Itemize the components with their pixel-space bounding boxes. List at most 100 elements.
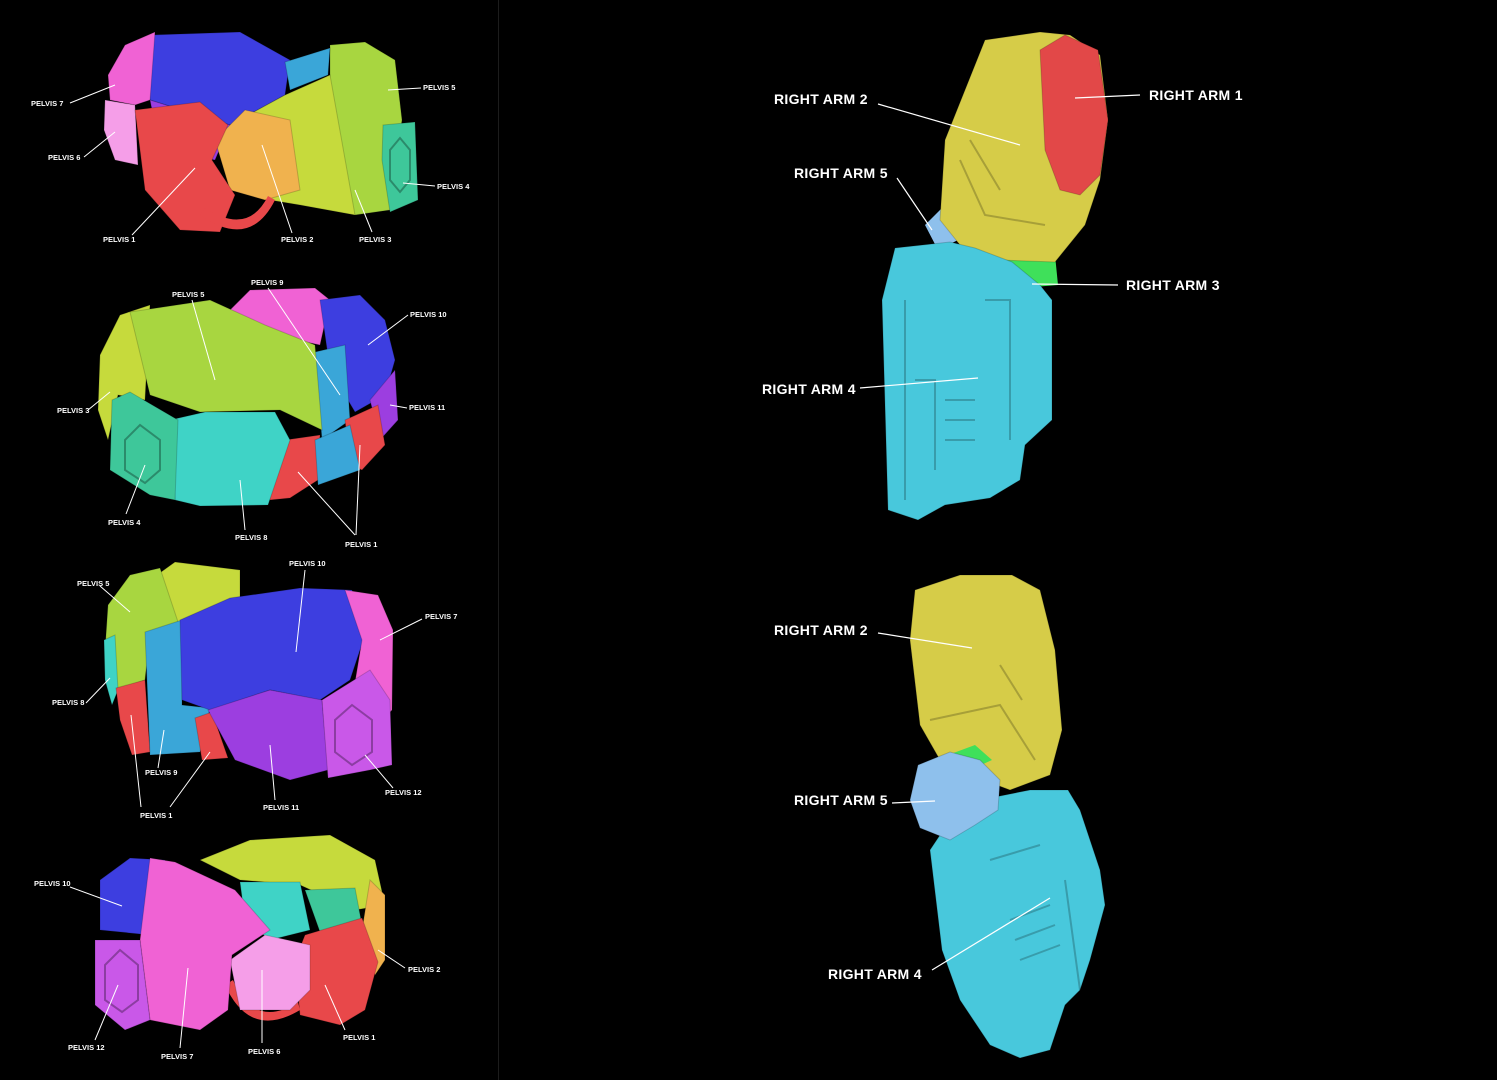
label-pelvis-10: PELVIS 10: [289, 559, 326, 568]
right-arm-4-part: [881, 241, 1053, 521]
leader-pelvis-12: [364, 754, 394, 789]
label-pelvis-6: PELVIS 6: [248, 1047, 280, 1056]
pelvis-4-part: [109, 391, 179, 501]
label-pelvis-2: PELVIS 2: [408, 965, 440, 974]
label-right-arm-2: RIGHT ARM 2: [774, 622, 868, 638]
pelvis-strap: [200, 196, 275, 230]
leader-pelvis-9: [267, 287, 341, 396]
pelvis-6-part: [103, 99, 139, 166]
leader-right-arm-4: [931, 897, 1051, 971]
label-pelvis-7: PELVIS 7: [425, 612, 457, 621]
leader-pelvis-3: [87, 391, 111, 411]
pelvis-4-emblem: [389, 136, 411, 194]
label-pelvis-7: PELVIS 7: [161, 1052, 193, 1061]
leader-pelvis-3: [354, 189, 373, 233]
leader-pelvis-11: [269, 744, 276, 801]
pelvis-4-emblem: [124, 423, 161, 485]
pelvis-4-part: [381, 121, 419, 213]
leader-pelvis-9: [157, 729, 165, 769]
label-right-arm-5: RIGHT ARM 5: [794, 165, 888, 181]
pelvis-1-part: [134, 101, 236, 233]
pelvis-1b-part: [194, 711, 229, 761]
pelvis-view-3: PELVIS 5 PELVIS 10 PELVIS 7 PELVIS 8 PEL…: [52, 559, 457, 820]
label-pelvis-1: PELVIS 1: [343, 1033, 375, 1042]
leader-right-arm-5: [891, 800, 936, 804]
leader-right-arm-2: [877, 632, 973, 649]
arm-view-2: RIGHT ARM 2 RIGHT ARM 5 RIGHT ARM 4: [774, 574, 1106, 1059]
panel-divider: [498, 0, 499, 1080]
leader-pelvis-1b: [355, 444, 361, 536]
label-pelvis-9: PELVIS 9: [145, 768, 177, 777]
pelvis-10-part: [179, 587, 366, 711]
arm-view-1: RIGHT ARM 2 RIGHT ARM 1 RIGHT ARM 5 RIGH…: [762, 31, 1243, 521]
leader-pelvis-5: [191, 299, 216, 381]
label-pelvis-8: PELVIS 8: [52, 698, 84, 707]
right-arm-2-part: [909, 574, 1063, 791]
pelvis-6-part: [229, 934, 311, 1011]
right-arm-4-part: [929, 789, 1106, 1059]
right-arm-5-part: [925, 205, 958, 250]
right-arm-1-part: [1039, 34, 1109, 196]
right-arm-5-part: [909, 751, 1001, 841]
pelvis-12-emblem: [104, 948, 139, 1014]
leader-right-arm-2: [877, 103, 1021, 146]
leader-pelvis-7: [379, 618, 423, 641]
leader-pelvis-1a: [297, 471, 356, 536]
label-pelvis-12: PELVIS 12: [385, 788, 422, 797]
leader-pelvis-5: [387, 87, 422, 91]
pelvis-7-part: [107, 31, 156, 106]
label-right-arm-1: RIGHT ARM 1: [1149, 87, 1243, 103]
leader-pelvis-11: [389, 404, 408, 409]
right-arm-4-detail: [904, 299, 1011, 500]
pelvis-view-2: PELVIS 5 PELVIS 9 PELVIS 10 PELVIS 3 PEL…: [57, 278, 447, 549]
label-pelvis-3: PELVIS 3: [359, 235, 391, 244]
pelvis-9b-part: [314, 424, 361, 486]
leader-pelvis-1b: [169, 751, 211, 808]
leader-right-arm-3: [1031, 283, 1119, 286]
leader-pelvis-5: [99, 585, 131, 613]
pelvis-1a-part: [115, 679, 151, 756]
right-arm-2-detail: [929, 664, 1036, 761]
leader-pelvis-1a: [130, 714, 142, 808]
leader-pelvis-4: [125, 464, 146, 515]
label-right-arm-5: RIGHT ARM 5: [794, 792, 888, 808]
leader-pelvis-7: [179, 967, 189, 1049]
leader-pelvis-8: [239, 479, 246, 531]
label-pelvis-10: PELVIS 10: [34, 879, 71, 888]
label-right-arm-4: RIGHT ARM 4: [828, 966, 922, 982]
leader-pelvis-4: [402, 182, 436, 187]
label-pelvis-5: PELVIS 5: [423, 83, 455, 92]
leader-pelvis-1: [131, 167, 196, 236]
pelvis-view-4: PELVIS 10 PELVIS 2 PELVIS 12 PELVIS 7 PE…: [34, 834, 440, 1061]
label-pelvis-1: PELVIS 1: [345, 540, 377, 549]
leader-pelvis-2: [261, 144, 293, 234]
label-pelvis-10: PELVIS 10: [410, 310, 447, 319]
leader-pelvis-6: [83, 131, 116, 158]
leader-pelvis-2: [377, 949, 406, 969]
right-arm-2-detail: [959, 139, 1046, 226]
pelvis-9-part: [284, 47, 331, 91]
pelvis-8-part: [103, 634, 119, 707]
leader-pelvis-12: [94, 984, 119, 1041]
label-right-arm-4: RIGHT ARM 4: [762, 381, 856, 397]
label-pelvis-11: PELVIS 11: [263, 803, 299, 812]
label-pelvis-1: PELVIS 1: [140, 811, 172, 820]
leader-right-arm-1: [1074, 94, 1141, 99]
label-pelvis-4: PELVIS 4: [108, 518, 141, 527]
leader-pelvis-10: [69, 886, 123, 907]
label-pelvis-9: PELVIS 9: [251, 278, 283, 287]
leader-pelvis-10: [295, 569, 306, 653]
pelvis-12-emblem: [334, 703, 373, 767]
pelvis-5-part: [129, 299, 323, 431]
label-right-arm-2: RIGHT ARM 2: [774, 91, 868, 107]
right-arm-4-detail: [989, 844, 1081, 991]
label-pelvis-2: PELVIS 2: [281, 235, 313, 244]
pelvis-strap: [225, 980, 300, 1021]
leader-right-arm-4: [859, 377, 979, 389]
leader-right-arm-5: [896, 177, 933, 231]
leader-pelvis-8: [85, 677, 111, 704]
label-pelvis-6: PELVIS 6: [48, 153, 80, 162]
label-pelvis-7: PELVIS 7: [31, 99, 63, 108]
label-pelvis-5: PELVIS 5: [77, 579, 109, 588]
